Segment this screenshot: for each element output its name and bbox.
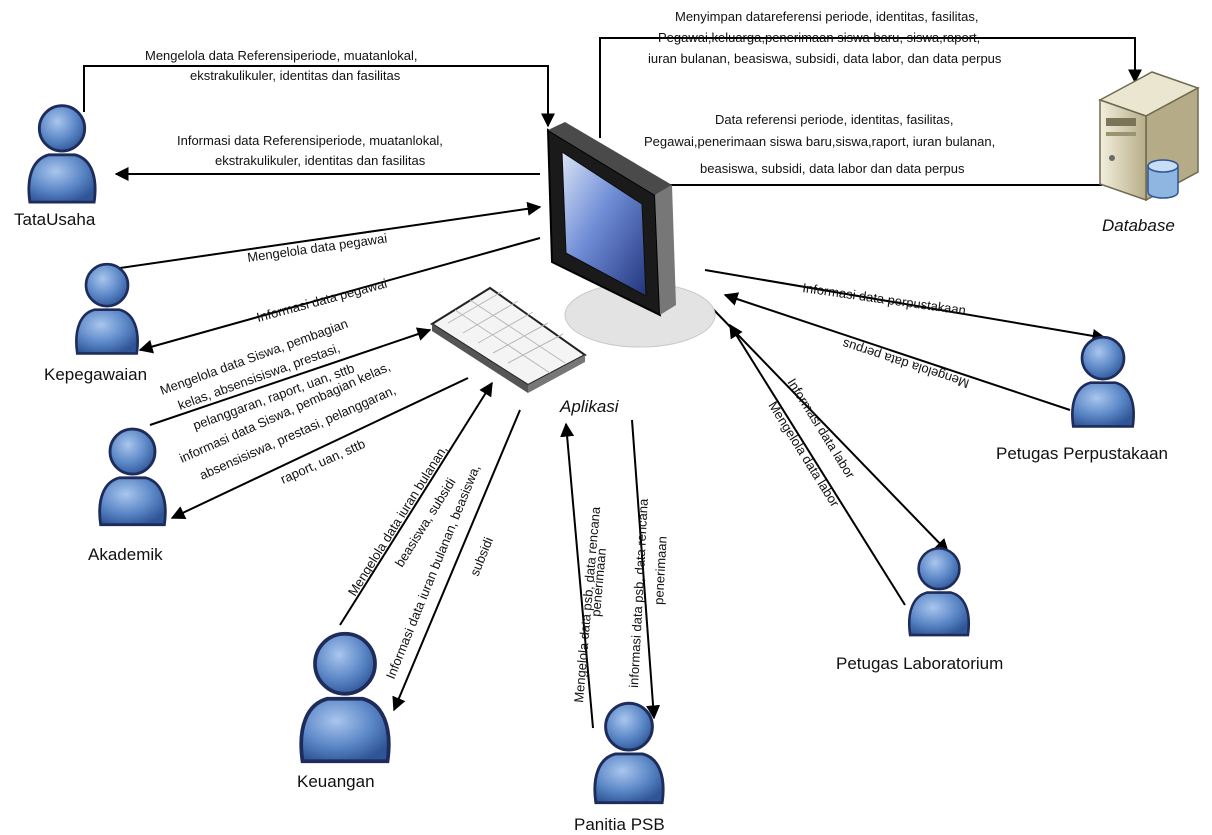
petugas-lab-label: Petugas Laboratorium <box>836 654 1003 673</box>
edge-psb-out <box>631 419 661 720</box>
flow-perpus-out: Informasi data perpustakaan <box>802 280 967 318</box>
edge-kepegawaian-out <box>138 237 541 354</box>
petugas-perpus-person-icon <box>1070 335 1136 428</box>
aplikasi-label: Aplikasi <box>559 397 620 416</box>
edge-kepegawaian-in <box>119 201 542 269</box>
kepegawaian-label: Kepegawaian <box>44 365 147 384</box>
edge-database-in <box>599 37 1142 138</box>
panitia-psb-label: Panitia PSB <box>574 815 665 834</box>
keyboard-icon <box>430 286 587 393</box>
flow-kepegawaian-in: Mengelola data pegawai <box>246 230 388 264</box>
edge-perpus-in <box>723 292 1071 411</box>
flow-psb-in-line2: penerimaan <box>588 548 609 618</box>
akademik-label: Akademik <box>88 545 163 564</box>
flow-tatausaha-in-line1: Mengelola data Referensiperiode, muatanl… <box>145 48 417 63</box>
edge-tatausaha-in <box>83 65 555 128</box>
edge-akademik-in <box>149 327 432 426</box>
flow-database-in-line2: Pegawai,keluarga,penerimaan siswa baru, … <box>658 30 980 45</box>
flow-tatausaha-out-line2: ekstrakulikuler, identitas dan fasilitas <box>215 153 426 168</box>
database-label: Database <box>1102 216 1175 235</box>
akademik-person-icon <box>98 427 167 527</box>
flow-database-in-line3: iuran bulanan, beasiswa, subsidi, data l… <box>648 51 1002 66</box>
flow-database-out-line2: Pegawai,penerimaan siswa baru,siswa,rapo… <box>644 134 995 149</box>
tatausaha-person-icon <box>27 104 97 204</box>
database-server-icon <box>1098 71 1200 202</box>
tatausaha-label: TataUsaha <box>14 210 96 229</box>
kepegawaian-person-icon <box>74 262 140 355</box>
petugas-perpus-label: Petugas Perpustakaan <box>996 444 1168 463</box>
flow-tatausaha-out-line1: Informasi data Referensiperiode, muatanl… <box>177 133 443 148</box>
petugas-lab-person-icon <box>907 546 971 637</box>
flow-database-in-line1: Menyimpan datareferensi periode, identit… <box>675 9 979 24</box>
edge-keuangan-out <box>392 409 521 712</box>
keuangan-label: Keuangan <box>297 772 375 791</box>
flow-kepegawaian-out: Informasi data pegawai <box>255 276 389 325</box>
flow-psb-out-line2: penerimaan <box>651 536 670 605</box>
flow-database-out-line1: Data referensi periode, identitas, fasil… <box>715 112 953 127</box>
flow-psb-out-line1: informasi data psb, data rencana <box>626 498 651 689</box>
edge-psb-in <box>560 422 594 729</box>
flow-perpus-in: Mengelola data perpus <box>840 336 971 391</box>
edge-perpus-out <box>704 269 1107 343</box>
edge-akademik-out <box>170 377 469 519</box>
computer-icon <box>546 122 716 348</box>
flow-tatausaha-in-line2: ekstrakulikuler, identitas dan fasilitas <box>190 68 401 83</box>
edge-lab-in <box>729 323 906 606</box>
database-cylinder-icon <box>1147 159 1179 199</box>
edge-lab-out <box>711 307 949 554</box>
flow-database-out-line3: beasiswa, subsidi, data labor dan data p… <box>700 161 965 176</box>
panitia-psb-person-icon <box>593 701 665 805</box>
keuangan-person-icon <box>299 631 391 764</box>
flow-keuangan-out-line2: subsidi <box>467 535 496 578</box>
edge-keuangan-in <box>339 381 493 626</box>
